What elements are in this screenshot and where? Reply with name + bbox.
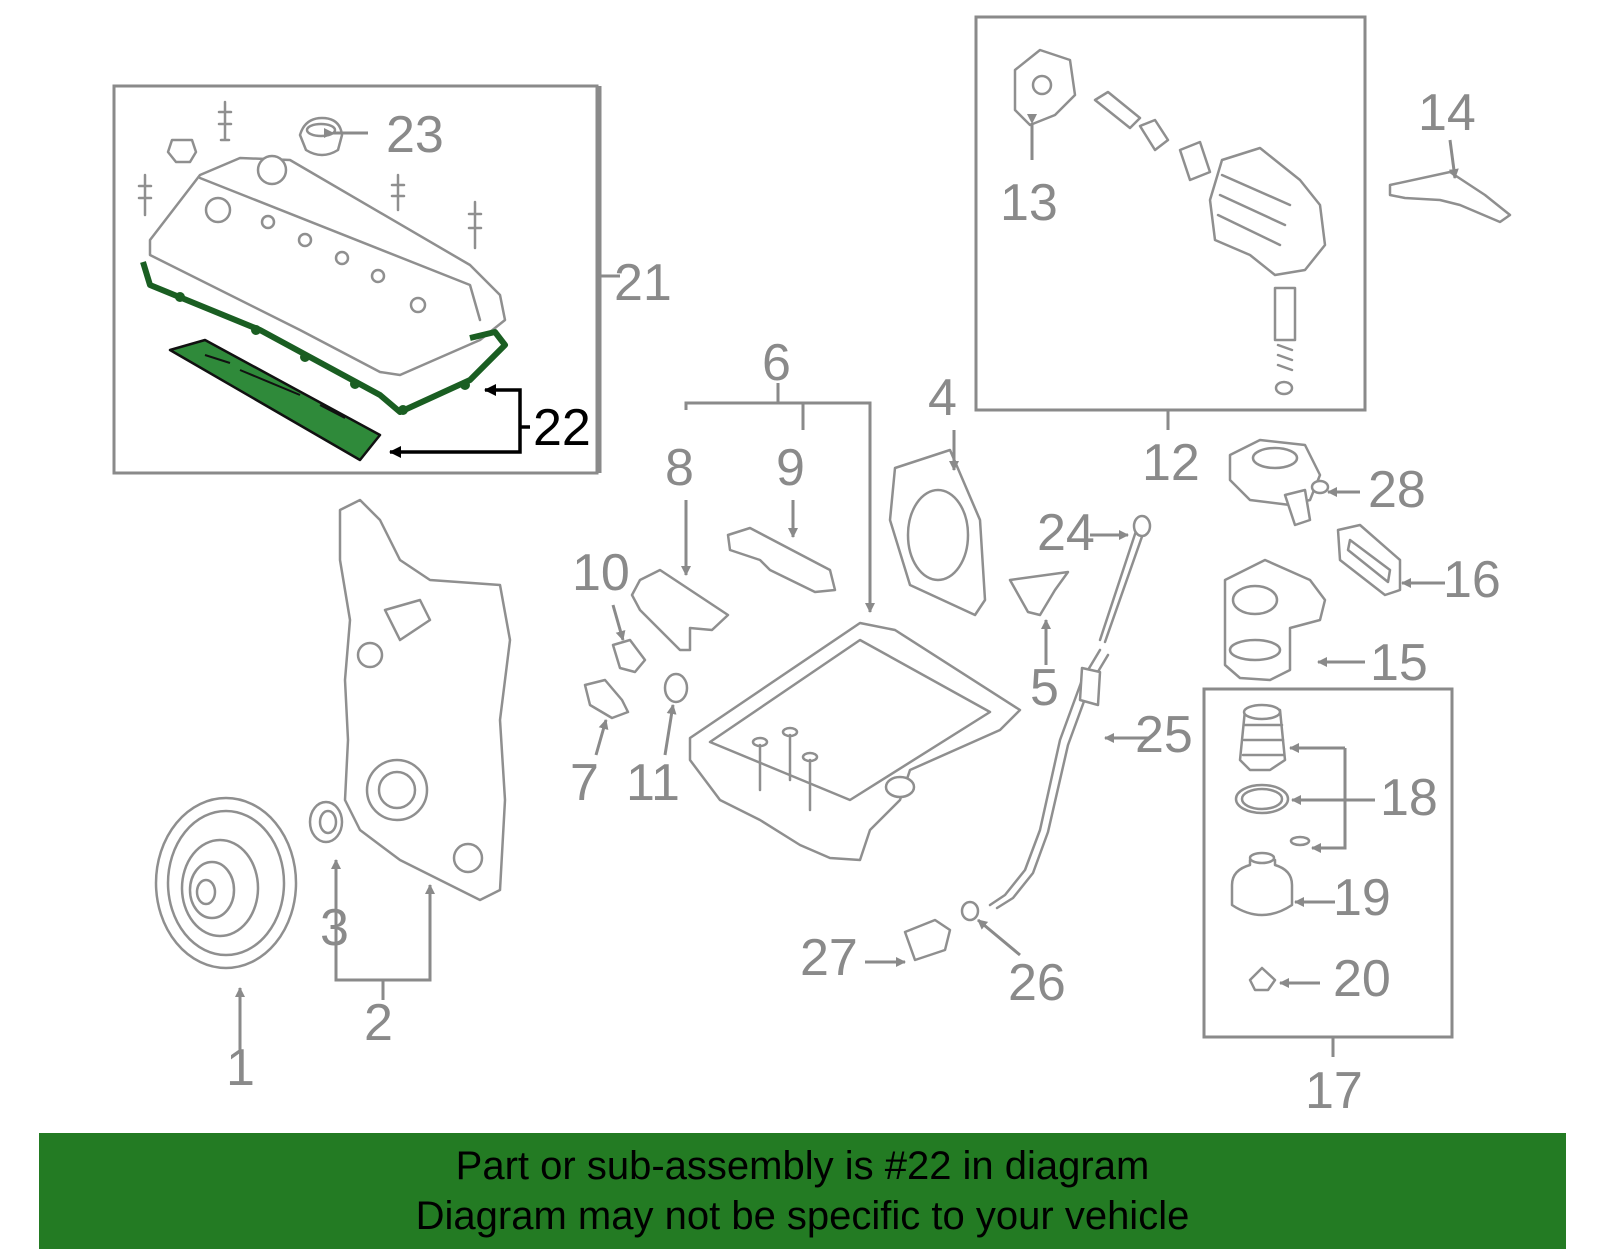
callout-3: 3 (320, 899, 349, 957)
o-ring-11[interactable] (663, 672, 689, 704)
group-box-21 (112, 84, 599, 475)
crankshaft-pulley[interactable] (154, 796, 298, 970)
valve-cover[interactable] (148, 154, 507, 377)
timing-chain-cover[interactable] (338, 498, 512, 902)
callout-14: 14 (1418, 84, 1476, 142)
dipstick-tube-25[interactable] (988, 648, 1110, 910)
callout-4: 4 (928, 369, 957, 427)
callout-9: 9 (776, 439, 805, 497)
group-box-17 (1202, 687, 1454, 1039)
callout-17: 17 (1305, 1062, 1363, 1120)
oil-pump-body[interactable] (1208, 146, 1327, 277)
oil-pressure-switch-10[interactable] (611, 638, 647, 674)
oil-filter-cap-19[interactable] (1230, 851, 1294, 917)
callout-16: 16 (1443, 551, 1501, 609)
part-info-banner: Part or sub-assembly is #22 in diagram D… (39, 1133, 1566, 1249)
bracket-5[interactable] (1008, 570, 1070, 617)
gasket-16[interactable] (1336, 523, 1402, 597)
callout-2: 2 (364, 994, 393, 1052)
oil-cooler-28[interactable] (1228, 438, 1330, 527)
callout-10: 10 (572, 544, 630, 602)
callout-6: 6 (762, 334, 791, 392)
callout-15: 15 (1370, 634, 1428, 692)
group-box-12 (974, 15, 1367, 412)
callout-labels: 1 2 3 4 5 6 7 8 9 10 11 12 13 14 15 16 1… (226, 84, 1501, 1120)
callout-26: 26 (1008, 954, 1066, 1012)
callout-20: 20 (1333, 950, 1391, 1008)
valve-cover-gasket-22[interactable] (140, 261, 508, 462)
callout-7: 7 (570, 754, 599, 812)
oil-filter-element-18[interactable] (1238, 703, 1287, 772)
leader-lines (235, 86, 1459, 1057)
bracket-14[interactable] (1388, 170, 1512, 224)
callout-25: 25 (1135, 706, 1193, 764)
callout-23: 23 (386, 106, 444, 164)
valve-cover-bolts[interactable] (137, 100, 483, 250)
callout-11: 11 (626, 754, 680, 812)
o-ring-26[interactable] (960, 900, 980, 922)
oil-filler-cap[interactable] (298, 116, 344, 157)
callout-22: 22 (533, 399, 591, 457)
banner-line-1: Part or sub-assembly is #22 in diagram (455, 1144, 1150, 1188)
dipstick-24[interactable] (1098, 514, 1152, 644)
o-ring-18[interactable] (1234, 783, 1311, 847)
callout-18: 18 (1380, 769, 1438, 827)
callout-8: 8 (665, 439, 694, 497)
relief-valve[interactable] (1273, 286, 1297, 396)
callout-1: 1 (226, 1039, 255, 1097)
oil-pump-shaft[interactable] (1093, 90, 1212, 182)
callout-5: 5 (1030, 659, 1059, 717)
sensor-7[interactable] (583, 678, 630, 720)
oil-baffle-8[interactable] (630, 568, 730, 652)
oil-baffle-9[interactable] (726, 526, 837, 594)
front-crank-seal[interactable] (308, 800, 344, 844)
callout-21: 21 (614, 254, 672, 312)
callout-12: 12 (1142, 434, 1200, 492)
callout-13: 13 (1000, 174, 1058, 232)
banner-line-2: Diagram may not be specific to your vehi… (415, 1194, 1190, 1238)
oil-pan[interactable] (688, 621, 1022, 862)
oil-pump-gasket-13[interactable] (1013, 48, 1077, 127)
tube-fitting-27[interactable] (903, 918, 952, 962)
callout-27: 27 (800, 929, 858, 987)
callout-19: 19 (1333, 869, 1391, 927)
callout-24: 24 (1037, 504, 1095, 562)
rear-cover-plate-4[interactable] (888, 448, 987, 617)
oil-filter-housing-15[interactable] (1223, 558, 1327, 682)
callout-28: 28 (1368, 461, 1426, 519)
drain-plug-20[interactable] (1248, 966, 1277, 992)
